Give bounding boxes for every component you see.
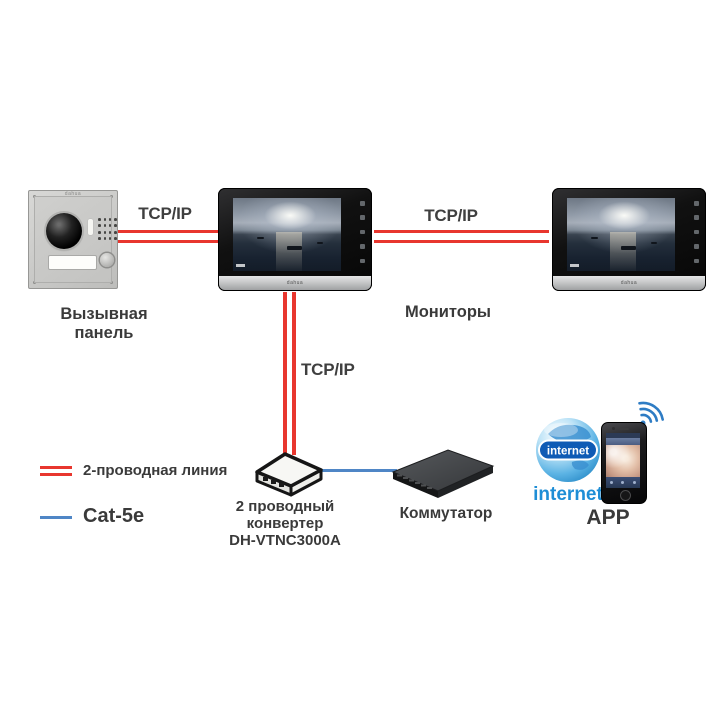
monitor-button-icon [360,215,365,220]
continent-shape [548,424,591,442]
switch-port [415,482,420,484]
converter-port [263,477,268,481]
door-station-label: Вызывная панель [60,305,148,342]
osd-indicator [570,264,579,267]
cat5e-line-converter-to-switch [321,469,397,472]
sun-reflection [276,231,303,271]
tcpip-label-vertical: TCP/IP [301,360,355,379]
monitor-screen [567,198,675,271]
led-indicator-icon [88,219,93,235]
monitor-button-icon [694,215,699,220]
boat-silhouette [621,246,636,251]
phone-camera-dot [612,427,615,430]
continent-shape [571,460,589,470]
boat-silhouette [287,246,302,251]
two-wire-line-door-to-monitor-bottom [116,240,218,243]
monitor-button-icon [694,201,699,206]
speaker-grille-icon [97,216,118,242]
internet-globe-icon: internet [536,418,600,482]
converter-label-line1: 2 проводный конвертер [235,498,335,532]
boat-silhouette [317,241,324,245]
switch-port [409,479,414,482]
converter-label-line2: DH-VTNC3000A [229,532,341,549]
monitor-brand-bar: dahua [219,276,371,290]
door-station-icon: dahua [28,190,118,289]
converter-port [279,483,284,487]
tcpip-label-left: TCP/IP [138,204,192,223]
switch-port [403,477,408,479]
internet-badge-text: internet [547,446,589,458]
monitors-label: Мониторы [404,303,492,321]
network-switch-icon [391,449,495,498]
camera-lens-icon [46,213,82,249]
monitor-button-icon [694,258,699,263]
switch-label: Коммутатор [399,505,493,522]
two-wire-line-monitor-to-monitor-top [374,230,549,233]
smartphone-icon [601,422,647,504]
phone-earpiece [619,428,629,430]
phone-screen [606,433,640,488]
phone-call-header [606,438,640,445]
tcpip-label-right: TCP/IP [424,206,478,225]
legend-two-wire-label: 2-проводная линия [83,462,228,479]
sun-reflection [610,231,637,271]
monitor-screen [233,198,341,271]
call-button-icon [100,253,114,267]
phone-statusbar [606,433,640,438]
legend-cat5e-label: Cat-5e [83,505,145,527]
switch-port [421,484,426,487]
legend-cat5e-line-sample [40,516,72,519]
monitor-brand-bar: dahua [553,276,705,290]
boat-silhouette [590,236,598,240]
monitor-button-icon [360,201,365,206]
two-wire-converter-icon [255,452,323,497]
two-wire-line-monitor-to-converter-right [292,292,296,455]
legend-two-wire-line-sample-top [40,466,72,469]
legend-two-wire-line-sample-bottom [40,473,72,476]
boat-silhouette [256,236,264,240]
converter-label: 2 проводный конвертер DH-VTNC3000A [197,498,373,549]
monitor-button-icon [360,244,365,249]
app-label: APP [586,506,630,529]
boat-silhouette [651,241,658,245]
two-wire-line-door-to-monitor-top [116,230,218,233]
two-wire-line-monitor-to-converter-left [283,292,287,455]
switch-port [427,487,432,489]
indoor-monitor-icon: dahua [552,188,706,291]
phone-call-controls [606,477,640,488]
monitor-button-icon [694,244,699,249]
monitor-touch-buttons [691,201,702,263]
nameplate [48,255,97,270]
monitor-button-icon [360,229,365,235]
door-station-faceplate [34,196,117,283]
monitor-touch-buttons [357,201,368,263]
monitor-button-icon [694,229,699,235]
door-station-brand: dahua [64,191,82,197]
two-wire-line-monitor-to-monitor-bottom [374,240,549,243]
phone-video-call-image [606,445,640,477]
indoor-monitor-icon: dahua [218,188,372,291]
converter-port [271,480,276,484]
phone-home-button [619,489,631,501]
monitor-button-icon [360,258,365,263]
osd-indicator [236,264,245,267]
internet-label: internet [533,484,603,505]
switch-port [397,474,402,477]
